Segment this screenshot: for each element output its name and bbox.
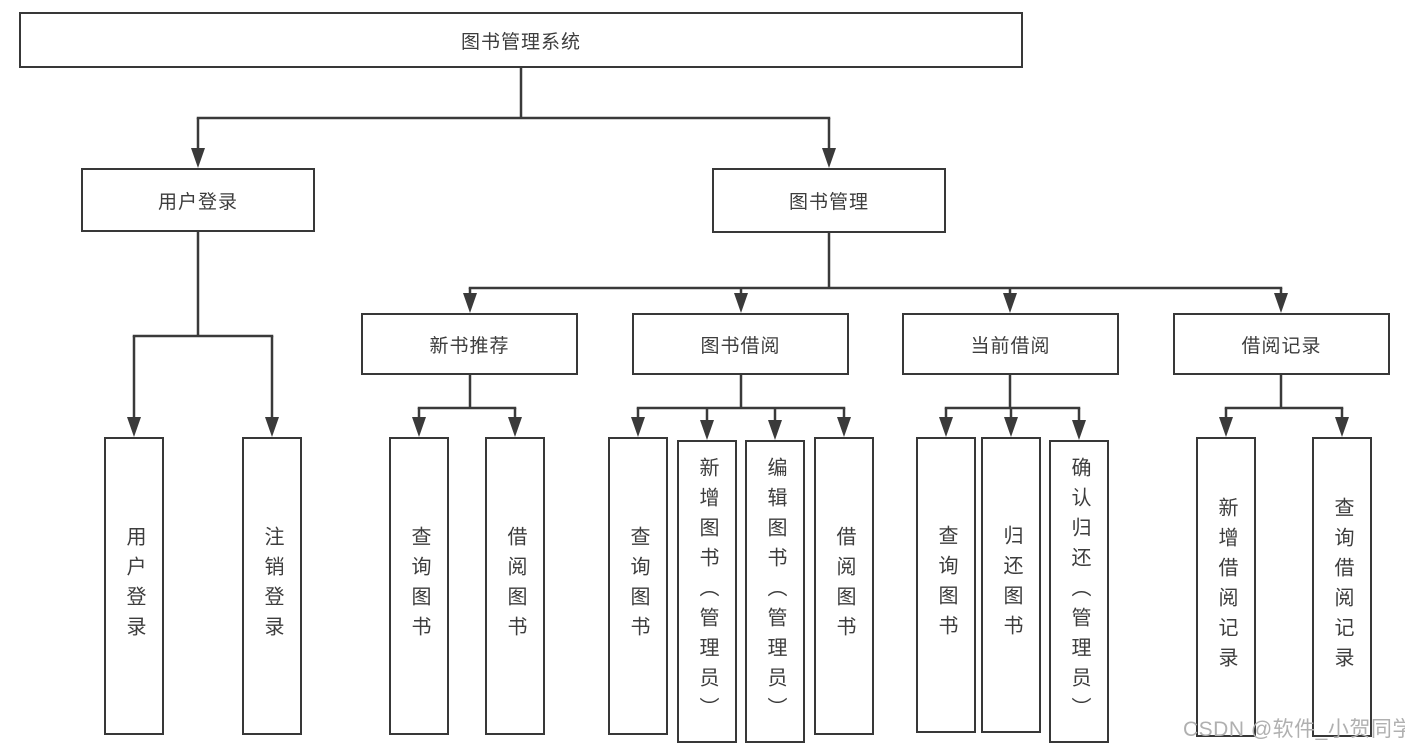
node-user-login: 用户登录 (81, 168, 315, 232)
connector-newbook-to-leaves (412, 375, 522, 437)
leaf-edit-books-admin: 编辑图书（管理员） (745, 440, 805, 743)
arrowhead (768, 420, 782, 440)
leaf-label: 用户登录 (123, 526, 145, 646)
arrowhead (700, 420, 714, 440)
leaf-logout: 注销登录 (242, 437, 302, 735)
arrowhead (265, 417, 279, 437)
arrowhead (837, 417, 851, 437)
arrowhead (631, 417, 645, 437)
node-book-management: 图书管理 (712, 168, 946, 233)
node-label: 当前借阅 (970, 335, 1051, 357)
arrowhead (1274, 293, 1288, 313)
leaf-label: 借阅图书 (833, 526, 855, 646)
connector-records-to-leaves (1219, 375, 1349, 437)
leaf-confirm-return-admin: 确认归还（管理员） (1049, 440, 1109, 743)
arrowhead (127, 417, 141, 437)
node-label: 借阅记录 (1241, 335, 1322, 357)
leaf-label: 查询图书 (935, 525, 957, 645)
leaf-add-borrow-record: 新增借阅记录 (1196, 437, 1256, 737)
node-label: 用户登录 (157, 191, 238, 213)
leaf-user-login: 用户登录 (104, 437, 164, 735)
connector-borrow-to-leaves (631, 375, 851, 440)
leaf-query-books-borrow: 查询图书 (608, 437, 668, 735)
connector-current-to-leaves (939, 375, 1086, 440)
leaf-add-books-admin: 新增图书（管理员） (677, 440, 737, 743)
node-current-borrowing: 当前借阅 (902, 313, 1119, 375)
arrowhead (1335, 417, 1349, 437)
watermark: CSDN @软件_小贺同学 (1183, 718, 1405, 741)
leaf-label: 新增图书（管理员） (696, 456, 718, 727)
node-label: 新书推荐 (429, 335, 510, 357)
arrowhead (191, 148, 205, 168)
leaf-borrow-books: 借阅图书 (814, 437, 874, 735)
leaf-query-books-current: 查询图书 (916, 437, 976, 733)
leaf-label: 借阅图书 (504, 526, 526, 646)
arrowhead (1072, 420, 1086, 440)
connector-bookmgmt-to-level3 (463, 233, 1288, 313)
leaf-label: 查询借阅记录 (1331, 497, 1353, 677)
arrowhead (939, 417, 953, 437)
leaf-label: 查询图书 (408, 526, 430, 646)
leaf-label: 查询图书 (627, 526, 649, 646)
node-label: 图书借阅 (700, 335, 781, 357)
node-root-system: 图书管理系统 (19, 12, 1023, 68)
arrowhead (1004, 417, 1018, 437)
node-new-book-recommend: 新书推荐 (361, 313, 578, 375)
leaf-query-borrow-record: 查询借阅记录 (1312, 437, 1372, 737)
arrowhead (412, 417, 426, 437)
leaf-borrow-books-recommend: 借阅图书 (485, 437, 545, 735)
node-label: 图书管理系统 (460, 31, 581, 53)
arrowhead (463, 293, 477, 313)
arrowhead (508, 417, 522, 437)
arrowhead (1219, 417, 1233, 437)
leaf-label: 归还图书 (1000, 525, 1022, 645)
leaf-query-books-recommend: 查询图书 (389, 437, 449, 735)
leaf-label: 注销登录 (261, 526, 283, 646)
connector-userlogin-to-leaves (127, 232, 279, 437)
node-label: 图书管理 (788, 192, 869, 213)
node-borrowing-records: 借阅记录 (1173, 313, 1390, 375)
arrowhead (822, 148, 836, 168)
leaf-label: 编辑图书（管理员） (764, 456, 786, 727)
node-book-borrowing: 图书借阅 (632, 313, 849, 375)
leaf-label: 确认归还（管理员） (1068, 456, 1090, 727)
leaf-label: 新增借阅记录 (1215, 497, 1237, 677)
connector-root-to-level2 (191, 66, 836, 168)
arrowhead (734, 293, 748, 313)
arrowhead (1003, 293, 1017, 313)
leaf-return-books: 归还图书 (981, 437, 1041, 733)
